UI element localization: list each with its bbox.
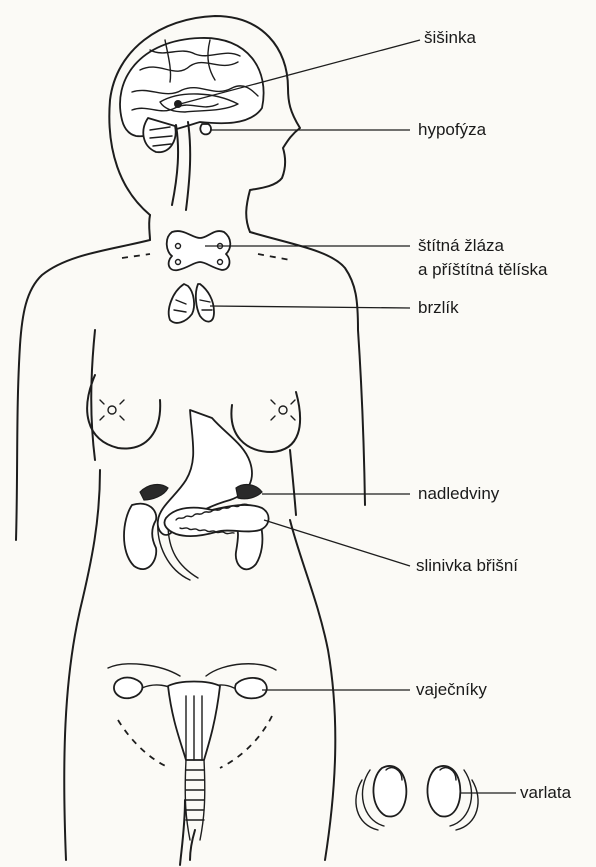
label-ovaries: vaječníky (416, 680, 487, 700)
leader-pancreas (264, 520, 410, 566)
label-thyroid-line1: štítná žláza (418, 236, 504, 256)
label-pineal: šišinka (424, 28, 476, 48)
pancreas (164, 505, 268, 536)
brain (120, 38, 264, 210)
label-thymus: brzlík (418, 298, 459, 318)
label-pancreas: slinivka břišní (416, 556, 518, 576)
label-adrenals: nadledviny (418, 484, 499, 504)
label-pituitary: hypofýza (418, 120, 486, 140)
label-testes: varlata (520, 783, 571, 803)
reproductive-organs (108, 664, 276, 840)
thymus (169, 284, 214, 323)
label-thyroid-line2: a příštítná tělíska (418, 260, 547, 280)
testes (356, 766, 478, 830)
leader-thymus (210, 306, 410, 308)
